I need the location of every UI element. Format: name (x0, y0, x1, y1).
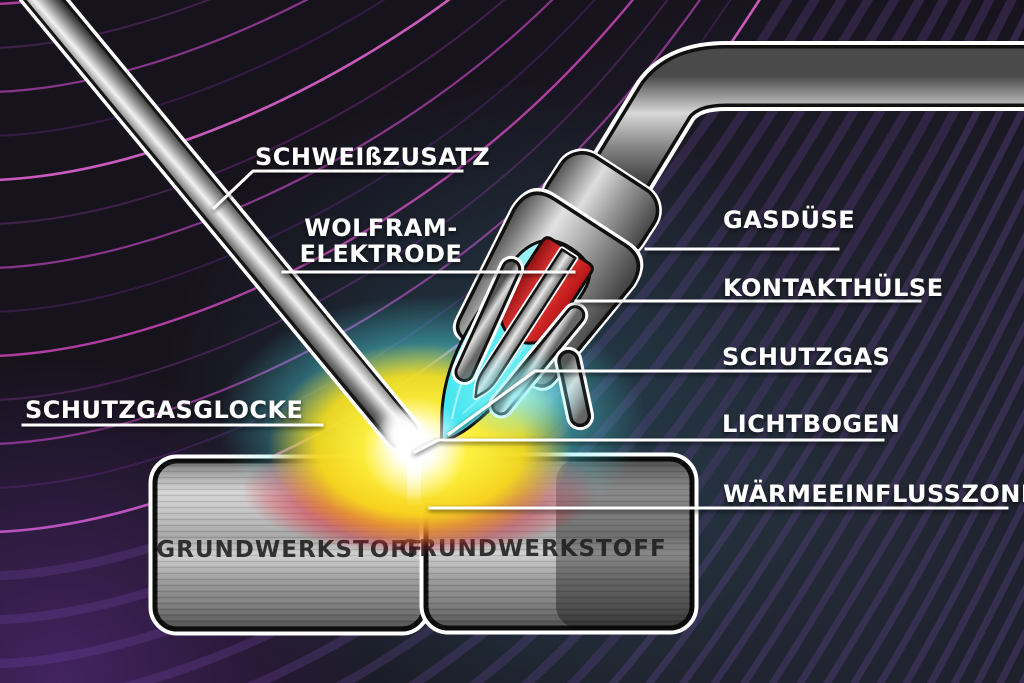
label-gasduese: GASDÜSE (723, 204, 855, 234)
label-wolfram-line2: ELEKTRODE (300, 240, 463, 268)
nozzle-wall-left (457, 261, 519, 380)
label-schutzgasglocke: SCHUTZGASGLOCKE (25, 396, 303, 424)
leader-lines (21, 169, 1009, 510)
filler-rod-body (26, 0, 416, 446)
welding-torch (439, 41, 1024, 443)
leader-schutzgas (446, 369, 872, 437)
arc (363, 397, 467, 506)
labels: SCHWEIßZUSATZ WOLFRAM- ELEKTRODE GASDÜSE… (25, 143, 1024, 508)
torch-neck (592, 48, 1024, 197)
filler-rod (18, 0, 429, 460)
label-waermeeinflusszone: WÄRMEEINFLUSSZONE (723, 479, 1024, 508)
label-schutzgas: SCHUTZGAS (722, 343, 890, 371)
leader-schweisszusatz (211, 169, 464, 211)
workpieces: GRUNDWERKSTOFF GRUNDWERKSTOFF (148, 452, 699, 636)
label-wolfram-line1: WOLFRAM- (304, 214, 457, 242)
label-kontakthuelse: KONTAKTHÜLSE (723, 272, 944, 302)
label-schweisszusatz: SCHWEIßZUSATZ (255, 143, 490, 171)
arc-core (397, 430, 431, 464)
leader-lichtbogen (412, 438, 885, 455)
nozzle-mouth-glow (450, 350, 590, 440)
label-lichtbogen: LICHTBOGEN (722, 410, 900, 438)
